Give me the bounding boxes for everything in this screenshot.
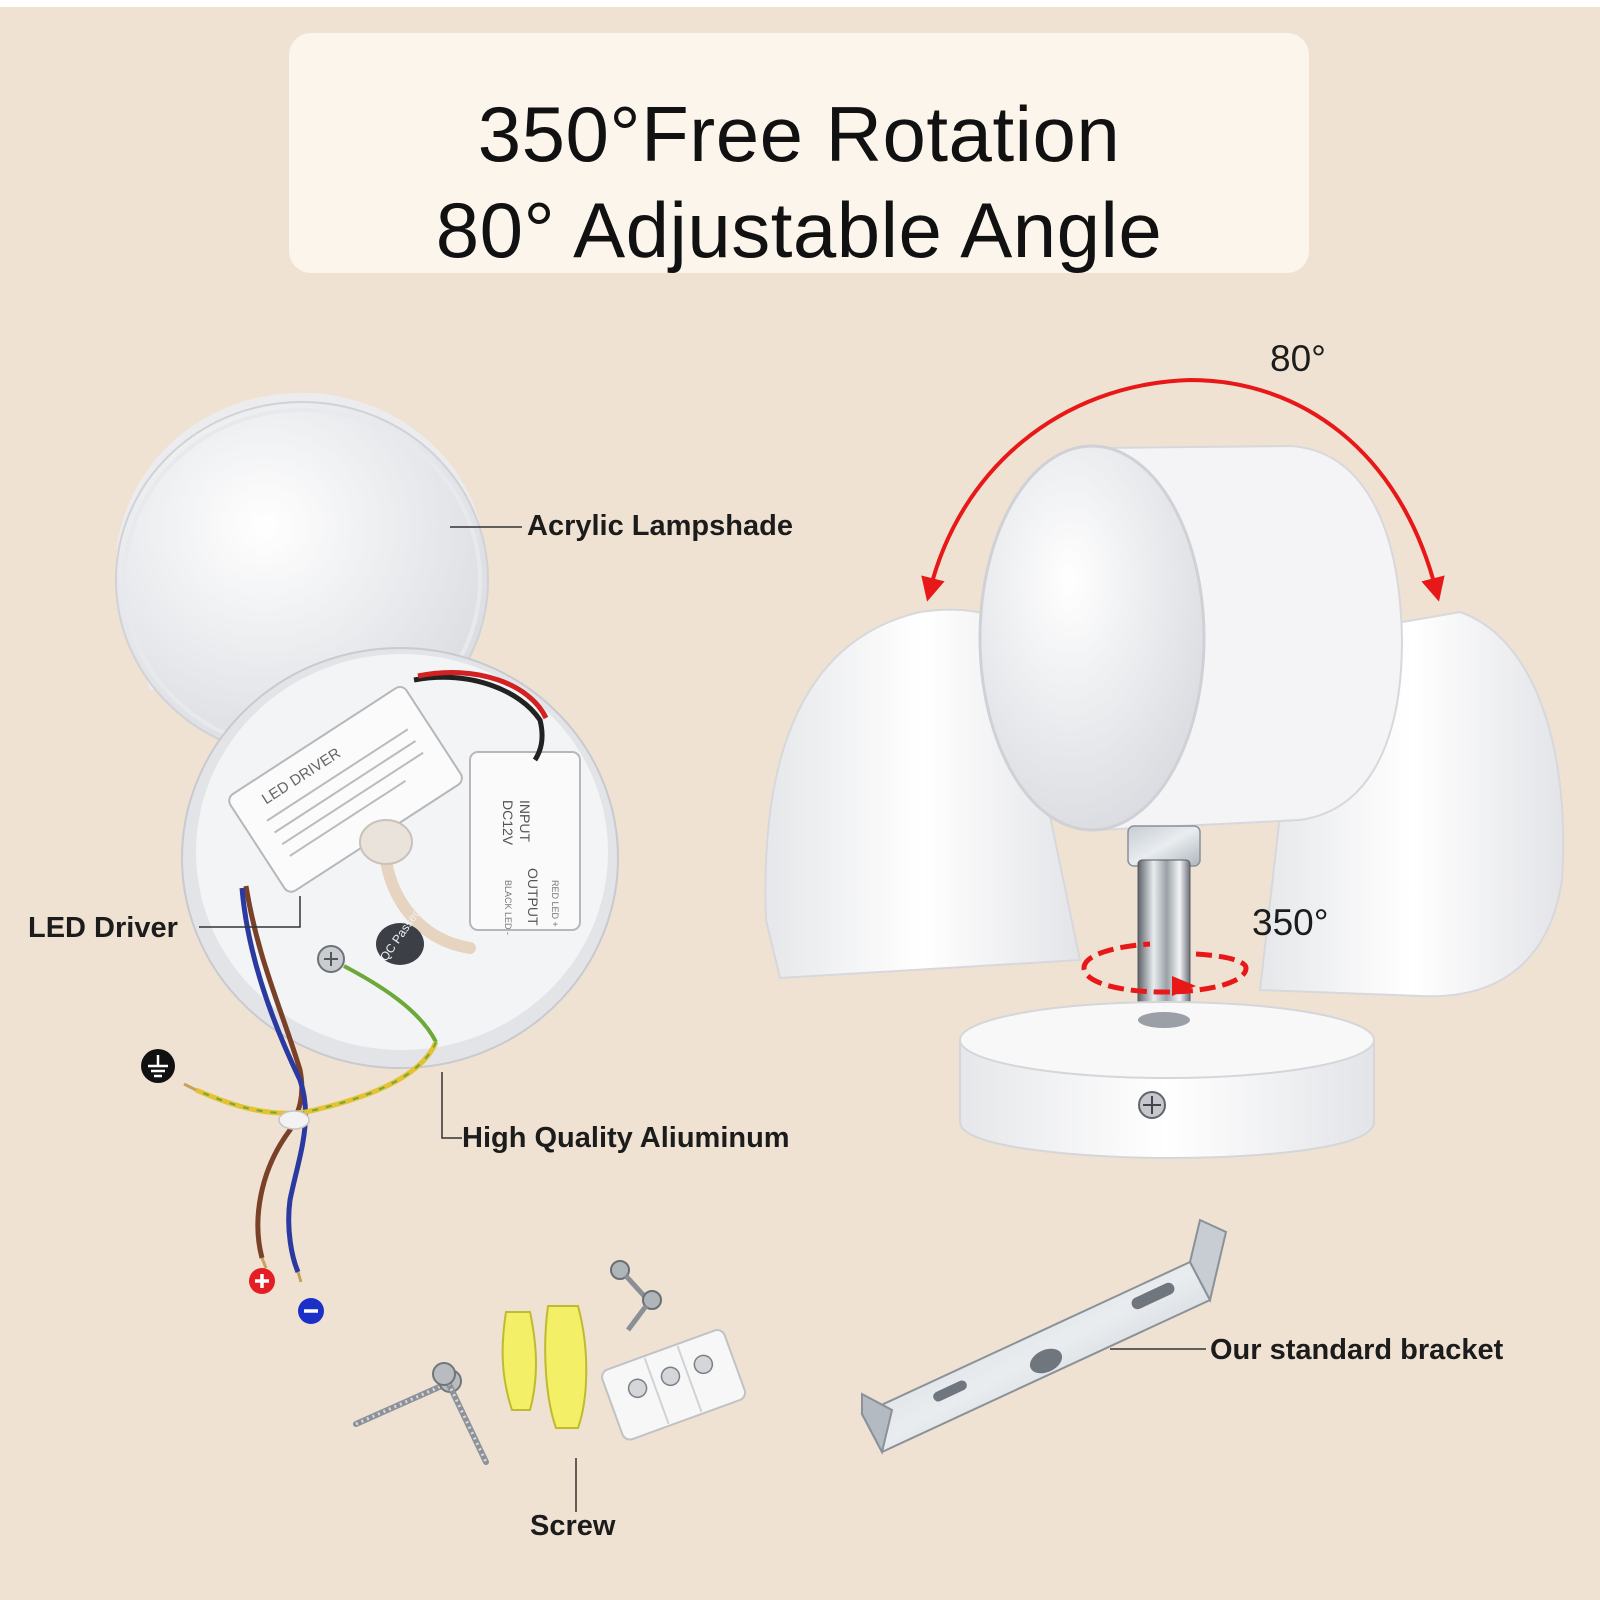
aluminum-leader-line [441,1072,462,1139]
rotation-demo [764,377,1565,1160]
wall-anchor-2 [544,1305,588,1429]
rotation-angle-label: 350° [1252,902,1329,943]
machine-screw-2 [626,1290,662,1332]
minus-terminal-icon [298,1298,324,1324]
wall-anchor-1 [501,1311,537,1411]
chrome-stem [1137,859,1191,1021]
power-wires [183,885,439,1283]
output-title-text: OUTPUT [525,868,541,926]
callout-screw: Screw [530,1510,616,1542]
input-value-text: DC12V [500,800,516,846]
tilt-angle-label: 80° [1270,338,1326,379]
output-red-text: RED LED + [550,880,560,927]
driver-leader-line [199,896,301,928]
output-black-text: BLACK LED - [503,880,513,935]
tilt-arc-arrow [921,377,1445,602]
callout-acrylic-lampshade: Acrylic Lampshade [527,510,793,542]
input-title-text: INPUT [517,800,533,842]
machine-screw-1 [610,1260,648,1300]
dc-connector-module: INPUT DC12V OUTPUT RED LED + BLACK LED - [469,751,581,935]
mounting-bracket [860,1218,1228,1455]
center-head-face [978,444,1206,832]
callout-standard-bracket: Our standard bracket [1210,1334,1504,1366]
title-line-1: 350°Free Rotation [477,90,1121,178]
rotation-ring-arrow [1081,941,1249,995]
wood-screw-2 [432,1362,489,1465]
screw-accessories [353,1260,747,1465]
terminal-block [601,1329,747,1441]
aluminum-base-open: LED DRIVER INPUT DC12V OUTPUT RED LED + … [181,647,619,1069]
plus-terminal-icon [249,1268,275,1294]
title-line-2: 80° Adjustable Angle [435,186,1163,274]
title-box: 350°Free Rotation 80° Adjustable Angle [289,33,1309,273]
ground-symbol-icon [141,1049,175,1083]
top-white-strip [0,0,1600,7]
callout-high-quality-aluminum: High Quality Aliuminum [462,1122,790,1154]
led-driver-module: LED DRIVER [228,686,463,893]
callout-led-driver: LED Driver [28,912,178,944]
